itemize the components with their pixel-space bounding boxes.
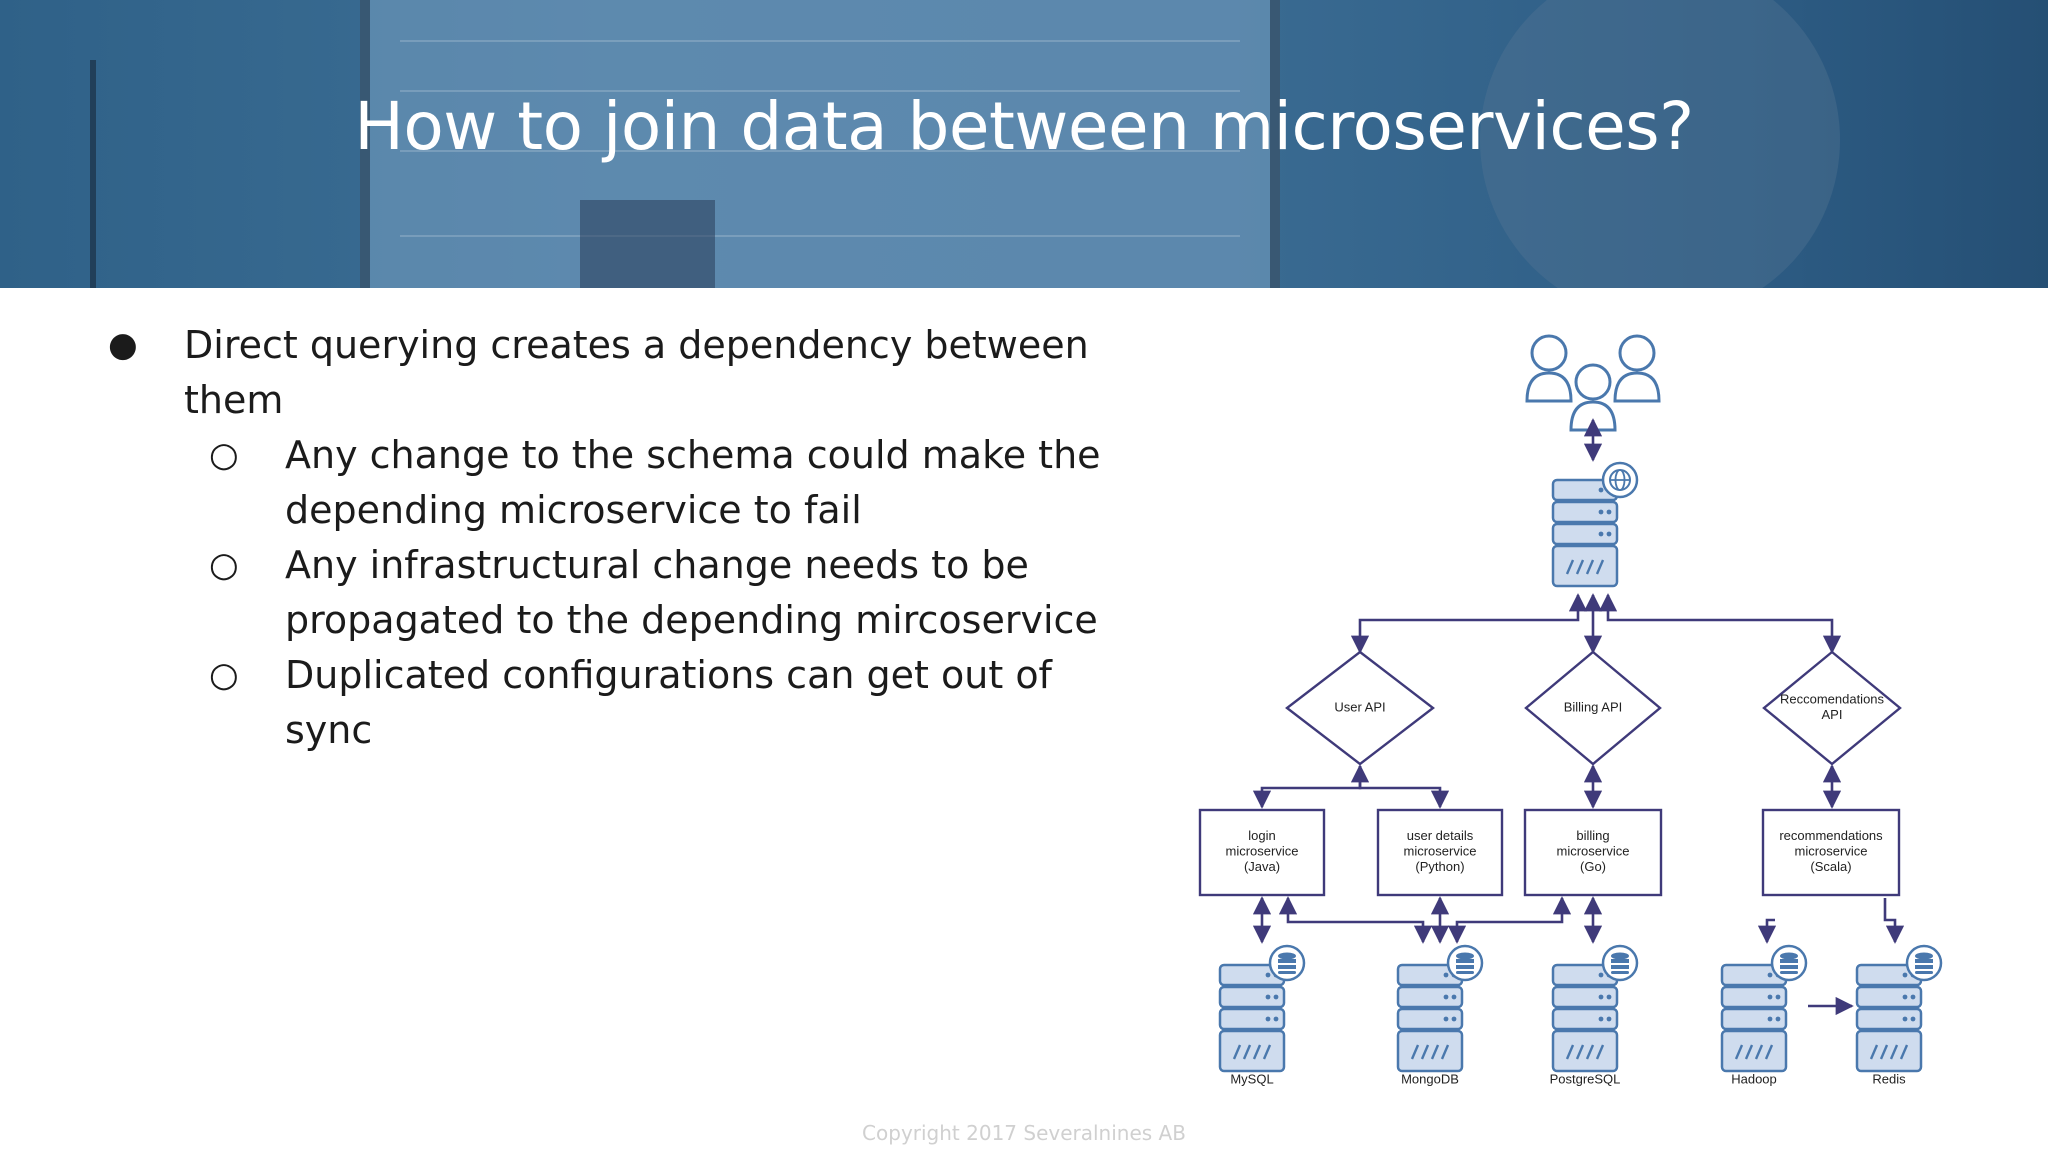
bullet-text: them	[184, 378, 284, 422]
database-badge-icon	[1268, 944, 1306, 982]
service-label: microservice	[1795, 843, 1868, 858]
service-label: recommendations	[1779, 828, 1883, 843]
reco-redis-arrow	[1883, 898, 1905, 944]
bullet-item: ○ Any change to the schema could make the…	[100, 428, 1150, 538]
service-box-login	[1198, 808, 1326, 897]
server-database-icon	[1855, 963, 1923, 1073]
user-api-details-arrow	[1358, 766, 1450, 809]
bullet-text: Duplicated configurations can get out of…	[285, 653, 1052, 752]
database-badge-icon	[1601, 944, 1639, 982]
bullet-text: Any change to the schema could make the	[285, 433, 1101, 477]
service-label: (Scala)	[1810, 859, 1851, 874]
server-database-icon	[1218, 963, 1286, 1073]
user-api-login-arrow	[1252, 764, 1370, 809]
service-label: (Go)	[1580, 859, 1606, 874]
api-label: Billing API	[1564, 699, 1623, 714]
gateway-reco-api-arrow	[1598, 593, 1842, 654]
server-database-icon	[1396, 963, 1464, 1073]
api-label: User API	[1334, 699, 1385, 714]
bullet-list: ● Direct querying creates a dependency be…	[100, 318, 1150, 758]
bullet-item: ● Direct querying creates a dependency be…	[100, 318, 1150, 428]
bullet-text: Direct querying creates a dependency bet…	[184, 323, 1089, 367]
users-icon	[1525, 334, 1661, 432]
globe-icon	[1601, 461, 1639, 499]
api-label: API	[1822, 707, 1843, 722]
login-mongodb-arrow	[1278, 896, 1433, 944]
reco-hadoop-arrow	[1757, 918, 1777, 944]
database-label-mysql: MySQL	[1230, 1071, 1273, 1086]
database-badge-icon	[1905, 944, 1943, 982]
service-label: microservice	[1557, 843, 1630, 858]
server-database-icon	[1720, 963, 1788, 1073]
database-label-mongodb: MongoDB	[1401, 1071, 1459, 1086]
api-label: Reccomendations	[1780, 692, 1885, 707]
database-badge-icon	[1770, 944, 1808, 982]
bullet-marker: ○	[209, 545, 239, 585]
service-label: (Java)	[1244, 859, 1280, 874]
service-label: microservice	[1226, 843, 1299, 858]
bullet-marker: ○	[209, 435, 239, 475]
database-label-redis: Redis	[1872, 1071, 1906, 1086]
bullet-text: depending microservice to fail	[285, 488, 862, 532]
footer-copyright: Copyright 2017 Severalnines AB	[862, 1121, 1186, 1145]
database-badge-icon	[1446, 944, 1484, 982]
service-box-billing	[1523, 808, 1663, 897]
api-diamond-reco_api	[1762, 650, 1902, 766]
billing-mongodb-arrow	[1447, 896, 1572, 944]
service-label: microservice	[1404, 843, 1477, 858]
database-label-hadoop: Hadoop	[1731, 1071, 1777, 1086]
bullet-text: propagated to the depending mircoservice	[285, 598, 1098, 642]
service-label: billing	[1576, 828, 1609, 843]
background-stand	[90, 60, 96, 288]
service-label: (Python)	[1415, 859, 1464, 874]
api-diamond-user_api	[1285, 650, 1435, 766]
header-banner: How to join data between microservices?	[0, 0, 2048, 288]
bullet-item: ○ Any infrastructural change needs to be p…	[100, 538, 1150, 648]
slide-title: How to join data between microservices?	[354, 88, 1694, 165]
bullet-text: Any infrastructural change needs to be	[285, 543, 1029, 587]
bullet-marker: ○	[209, 655, 239, 695]
service-label: user details	[1407, 828, 1474, 843]
gateway-server-icon	[1551, 478, 1619, 588]
server-database-icon	[1551, 963, 1619, 1073]
api-diamond-billing_api	[1524, 650, 1662, 766]
gateway-user-api-arrow	[1350, 593, 1588, 654]
bullet-marker: ●	[108, 325, 138, 365]
database-label-postgresql: PostgreSQL	[1550, 1071, 1621, 1086]
service-label: login	[1248, 828, 1275, 843]
service-box-user_details	[1376, 808, 1504, 897]
background-screen	[360, 0, 1280, 288]
background-person	[1480, 0, 1840, 288]
bullet-item: ○ Duplicated configurations can get out o…	[100, 648, 1150, 758]
service-box-recommendations	[1761, 808, 1901, 897]
